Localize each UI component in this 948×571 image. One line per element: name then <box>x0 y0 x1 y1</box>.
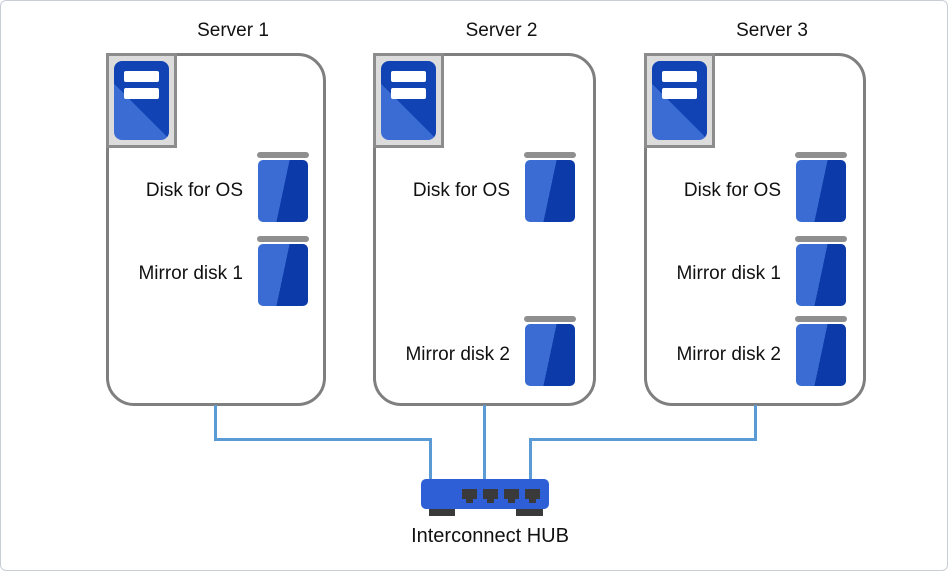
server-tower-icon <box>644 53 715 148</box>
server1-os-disk-label: Disk for OS <box>145 180 243 201</box>
server2-mirror-disk2-label: Mirror disk 2 <box>405 344 510 365</box>
server-tower-icon <box>373 53 444 148</box>
server2-os-disk-label: Disk for OS <box>412 180 510 201</box>
connector-server1 <box>214 405 217 441</box>
connector-server3 <box>529 438 532 479</box>
network-hub-icon <box>421 479 549 516</box>
server2-title: Server 2 <box>465 20 538 41</box>
hub-label: Interconnect HUB <box>411 525 569 547</box>
connector-server3 <box>754 405 757 441</box>
server3-title: Server 3 <box>736 20 808 41</box>
server3-box: Disk for OS Mirror disk 1 Mirror disk 2 <box>644 53 866 406</box>
connector-server1 <box>214 438 432 441</box>
server1-box: Disk for OS Mirror disk 1 <box>106 53 326 406</box>
server1-mirror-disk1-label: Mirror disk 1 <box>138 263 243 284</box>
server3-mirror-disk1-label: Mirror disk 1 <box>676 263 781 284</box>
server3-os-disk-label: Disk for OS <box>683 180 781 201</box>
server3-mirror-disk2-label: Mirror disk 2 <box>676 344 781 365</box>
server2-box: Disk for OS Mirror disk 2 <box>373 53 596 406</box>
server-tower-icon <box>106 53 177 148</box>
connector-server2 <box>483 405 486 479</box>
connector-server3 <box>529 438 757 441</box>
server1-title: Server 1 <box>197 20 269 41</box>
connector-server1 <box>429 438 432 479</box>
